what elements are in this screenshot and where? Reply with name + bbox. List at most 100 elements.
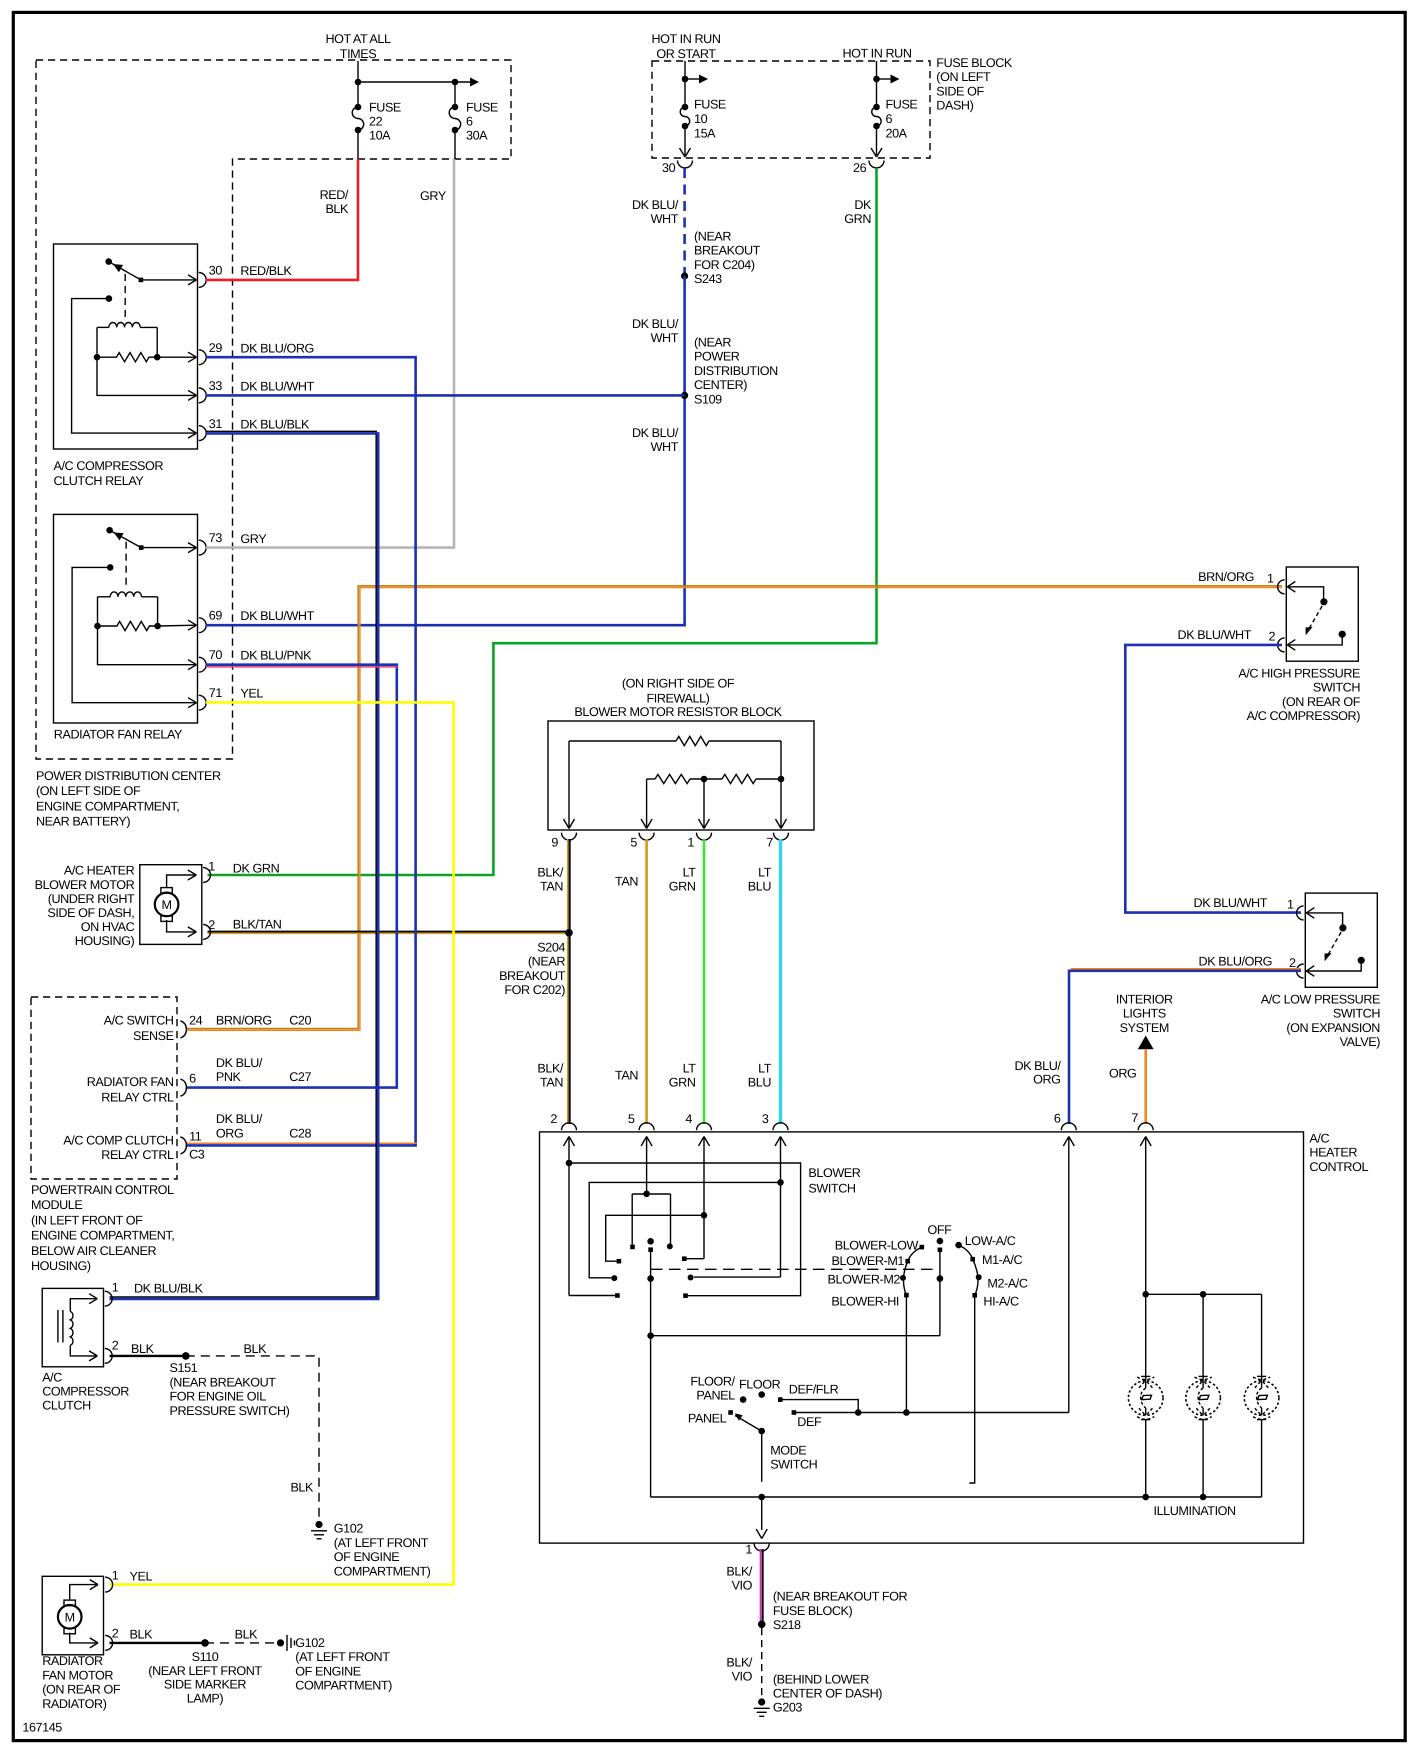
svg-text:A/C LOW PRESSURE: A/C LOW PRESSURE xyxy=(1261,993,1380,1007)
svg-text:(IN LEFT FRONT OF: (IN LEFT FRONT OF xyxy=(31,1213,143,1227)
svg-text:BREAKOUT: BREAKOUT xyxy=(694,244,761,258)
svg-text:11: 11 xyxy=(189,1129,202,1143)
svg-text:6: 6 xyxy=(466,115,473,129)
svg-text:(ON EXPANSION: (ON EXPANSION xyxy=(1286,1021,1380,1035)
svg-text:GRY: GRY xyxy=(240,532,267,546)
svg-text:DISTRIBUTION: DISTRIBUTION xyxy=(694,364,778,378)
svg-text:MODE: MODE xyxy=(770,1443,806,1457)
svg-text:SENSE: SENSE xyxy=(133,1029,174,1043)
svg-text:1: 1 xyxy=(687,836,694,850)
svg-text:S110: S110 xyxy=(192,1650,219,1664)
svg-text:A/C: A/C xyxy=(42,1370,62,1384)
svg-text:15A: 15A xyxy=(694,127,716,141)
svg-text:YEL: YEL xyxy=(240,687,263,701)
svg-text:PANEL: PANEL xyxy=(696,1389,735,1403)
svg-text:M2-A/C: M2-A/C xyxy=(987,1277,1027,1291)
svg-text:RADIATOR FAN: RADIATOR FAN xyxy=(87,1075,174,1089)
svg-text:BRN/ORG: BRN/ORG xyxy=(1198,570,1254,584)
svg-text:WHT: WHT xyxy=(651,331,679,345)
svg-text:VIO: VIO xyxy=(732,1579,753,1593)
svg-text:ENGINE COMPARTMENT,: ENGINE COMPARTMENT, xyxy=(36,799,179,813)
svg-text:VALVE): VALVE) xyxy=(1340,1035,1381,1049)
svg-text:BLOWER-LOW: BLOWER-LOW xyxy=(835,1239,919,1253)
svg-text:POWER DISTRIBUTION CENTER: POWER DISTRIBUTION CENTER xyxy=(36,769,221,783)
svg-text:5: 5 xyxy=(630,836,637,850)
svg-text:(AT LEFT FRONT: (AT LEFT FRONT xyxy=(334,1536,429,1550)
svg-text:M: M xyxy=(65,1610,75,1624)
svg-text:TIMES: TIMES xyxy=(340,47,376,61)
svg-text:FUSE: FUSE xyxy=(369,101,401,115)
svg-text:69: 69 xyxy=(209,609,223,623)
svg-text:31: 31 xyxy=(209,417,223,431)
svg-text:RADIATOR): RADIATOR) xyxy=(42,1697,107,1711)
svg-text:HI-A/C: HI-A/C xyxy=(983,1294,1019,1308)
svg-text:COMPARTMENT): COMPARTMENT) xyxy=(295,1679,392,1693)
svg-text:BLOWER: BLOWER xyxy=(808,1166,860,1180)
svg-text:RELAY CTRL: RELAY CTRL xyxy=(101,1148,174,1162)
svg-text:2: 2 xyxy=(112,1339,119,1353)
svg-text:ON HVAC: ON HVAC xyxy=(81,920,135,934)
svg-text:1: 1 xyxy=(745,1543,752,1557)
svg-text:NEAR BATTERY): NEAR BATTERY) xyxy=(36,815,130,829)
svg-text:29: 29 xyxy=(209,341,223,355)
svg-text:BLOWER-HI: BLOWER-HI xyxy=(831,1295,899,1309)
svg-text:FOR ENGINE OIL: FOR ENGINE OIL xyxy=(170,1390,267,1404)
svg-text:FLOOR: FLOOR xyxy=(739,1378,781,1392)
svg-text:DK BLU/: DK BLU/ xyxy=(632,426,679,440)
svg-text:6: 6 xyxy=(189,1072,196,1086)
svg-text:BLOWER-M1: BLOWER-M1 xyxy=(832,1254,905,1268)
svg-text:BLOWER MOTOR: BLOWER MOTOR xyxy=(35,878,135,892)
svg-text:SWITCH: SWITCH xyxy=(1333,1007,1380,1021)
svg-text:S109: S109 xyxy=(694,392,722,406)
svg-text:S218: S218 xyxy=(773,1618,801,1632)
svg-text:(NEAR: (NEAR xyxy=(694,336,731,350)
svg-text:WHT: WHT xyxy=(651,440,679,454)
svg-text:26: 26 xyxy=(853,161,867,175)
svg-text:C28: C28 xyxy=(289,1126,311,1140)
svg-text:(ON REAR OF: (ON REAR OF xyxy=(1282,695,1361,709)
svg-text:OR START: OR START xyxy=(656,47,716,61)
svg-text:HOT AT ALL: HOT AT ALL xyxy=(325,32,391,46)
svg-text:22: 22 xyxy=(369,115,383,129)
svg-text:SYSTEM: SYSTEM xyxy=(1120,1021,1169,1035)
svg-text:LT: LT xyxy=(683,1062,697,1076)
svg-text:C27: C27 xyxy=(289,1070,311,1084)
svg-text:2: 2 xyxy=(550,1112,557,1126)
svg-text:DK BLU/PNK: DK BLU/PNK xyxy=(240,649,312,663)
svg-text:HOUSING): HOUSING) xyxy=(31,1259,91,1273)
svg-text:S204: S204 xyxy=(537,941,565,955)
svg-text:GRN: GRN xyxy=(844,212,871,226)
svg-text:BLK: BLK xyxy=(130,1627,154,1641)
svg-text:(NEAR BREAKOUT: (NEAR BREAKOUT xyxy=(170,1375,277,1389)
svg-text:LT: LT xyxy=(683,866,697,880)
svg-text:CENTER): CENTER) xyxy=(694,378,747,392)
svg-text:BLU: BLU xyxy=(748,1076,772,1090)
svg-text:10: 10 xyxy=(694,112,708,126)
svg-text:BRN/ORG: BRN/ORG xyxy=(216,1014,272,1028)
svg-text:HOT IN RUN: HOT IN RUN xyxy=(651,32,720,46)
svg-text:DK BLU/WHT: DK BLU/WHT xyxy=(240,380,314,394)
svg-text:LOW-A/C: LOW-A/C xyxy=(965,1234,1016,1248)
svg-text:ORG: ORG xyxy=(1033,1073,1060,1087)
svg-text:S151: S151 xyxy=(170,1361,198,1375)
svg-text:(ON LEFT: (ON LEFT xyxy=(936,70,991,84)
svg-text:DK: DK xyxy=(854,198,872,212)
svg-text:A/C HIGH PRESSURE: A/C HIGH PRESSURE xyxy=(1238,667,1360,681)
svg-text:6: 6 xyxy=(1054,1111,1061,1125)
svg-text:CENTER OF DASH): CENTER OF DASH) xyxy=(773,1687,882,1701)
svg-text:2: 2 xyxy=(112,1627,119,1641)
svg-text:A/C COMP CLUTCH: A/C COMP CLUTCH xyxy=(63,1133,174,1147)
svg-text:70: 70 xyxy=(209,648,223,662)
svg-text:CLUTCH: CLUTCH xyxy=(42,1399,91,1413)
svg-text:DK BLU/ORG: DK BLU/ORG xyxy=(240,342,313,356)
svg-text:DASH): DASH) xyxy=(936,99,973,113)
svg-text:BLU: BLU xyxy=(748,880,772,894)
svg-text:TAN: TAN xyxy=(540,880,563,894)
svg-text:BLK: BLK xyxy=(131,1342,155,1356)
svg-text:20A: 20A xyxy=(886,127,908,141)
svg-text:SIDE OF DASH,: SIDE OF DASH, xyxy=(47,906,134,920)
svg-text:RADIATOR: RADIATOR xyxy=(42,1654,103,1668)
svg-text:GRN: GRN xyxy=(669,1076,696,1090)
svg-text:G203: G203 xyxy=(773,1701,803,1715)
svg-text:FOR C202): FOR C202) xyxy=(504,983,565,997)
